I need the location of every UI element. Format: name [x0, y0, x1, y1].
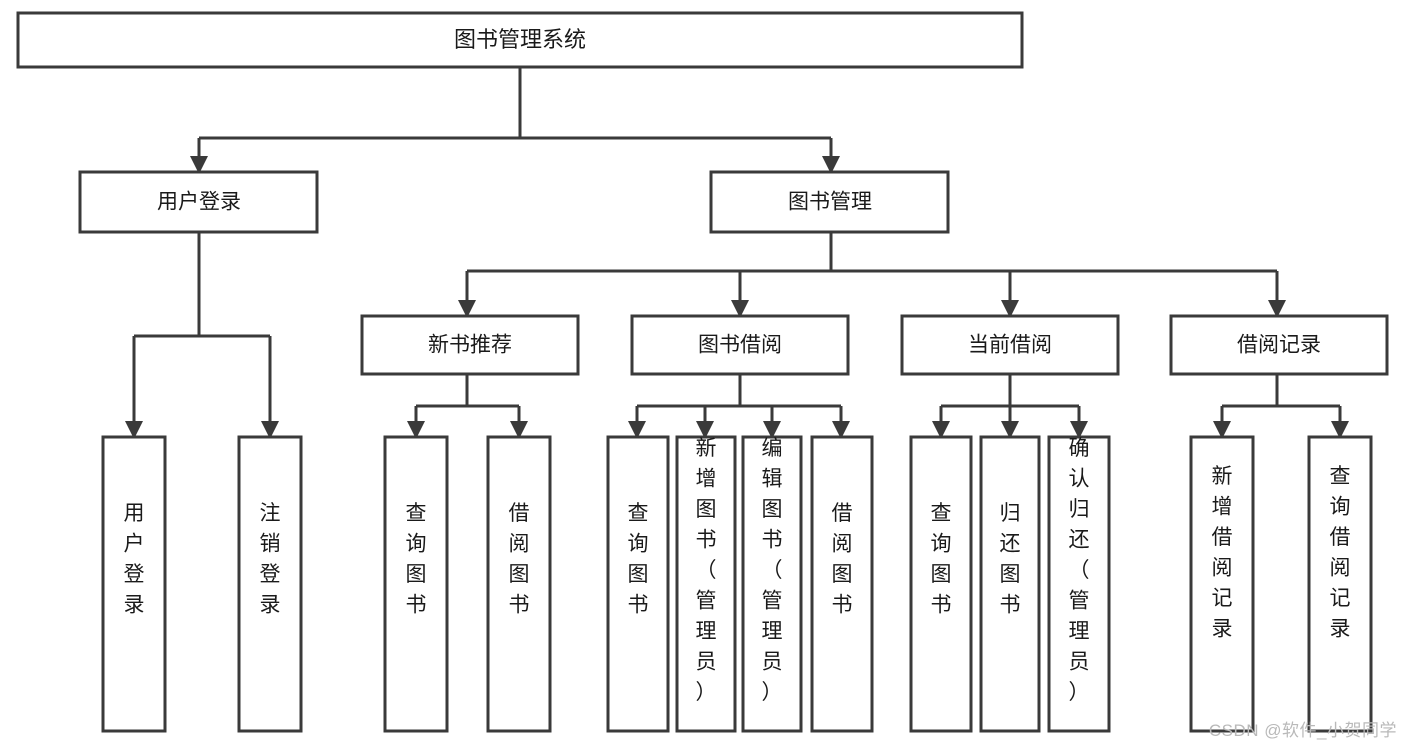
- leaf-current-borrow-3-label: 确认归还（管理员）: [1069, 437, 1090, 704]
- arrow-head-leaf-new-book-1: [407, 421, 425, 439]
- leaf-new-book-2-label: 借阅图书: [509, 502, 530, 617]
- leaf-node[interactable]: 查询图书: [606, 435, 670, 733]
- leaf-node[interactable]: 归还图书: [979, 435, 1041, 733]
- leaf-book-borrow-1-label: 查询图书: [628, 502, 649, 617]
- node-new-book-recommend[interactable]: 新书推荐: [360, 314, 580, 376]
- node-user-login[interactable]: 用户登录: [78, 170, 319, 234]
- leaf-book-borrow-3-box[interactable]: [741, 435, 803, 733]
- leaf-current-borrow-3-box[interactable]: [1047, 435, 1111, 733]
- arrow-head-leaf-borrow-record-2: [1331, 421, 1349, 439]
- leaf-book-borrow-2-box[interactable]: [675, 435, 737, 733]
- leaf-borrow-record-1-box[interactable]: [1189, 435, 1255, 733]
- leaf-new-book-1-label: 查询图书: [406, 502, 427, 617]
- leaf-node[interactable]: 新增图书（管理员）: [675, 435, 737, 733]
- arrow-head-leaf-book-borrow-2: [696, 421, 714, 439]
- node-book-manage-label: 图书管理: [788, 191, 872, 214]
- connector-group-new-book-recommend: [407, 374, 528, 439]
- leaf-borrow-record-1-label: 新增借阅记录: [1212, 465, 1233, 641]
- node-user-login-label: 用户登录: [157, 191, 241, 214]
- node-book-borrow-box[interactable]: [630, 314, 850, 376]
- node-user-login-box[interactable]: [78, 170, 319, 234]
- arrow-head-leaf-current-borrow-3: [1070, 421, 1088, 439]
- leaf-borrow-record-2-box[interactable]: [1307, 435, 1373, 733]
- leaf-node[interactable]: 查询借阅记录: [1307, 435, 1373, 733]
- node-borrow-record-label: 借阅记录: [1237, 334, 1321, 357]
- arrow-head-book-borrow: [731, 300, 749, 318]
- leaf-new-book-1-box[interactable]: [383, 435, 449, 733]
- leaf-user-login-1-box[interactable]: [101, 435, 167, 733]
- arrow-head-leaf-book-borrow-1: [628, 421, 646, 439]
- arrow-head-leaf-borrow-record-1: [1213, 421, 1231, 439]
- node-book-borrow-label: 图书借阅: [698, 334, 782, 357]
- arrow-head-leaf-current-borrow-2: [1001, 421, 1019, 439]
- arrow-head-borrow-record: [1268, 300, 1286, 318]
- node-borrow-record-box[interactable]: [1169, 314, 1389, 376]
- leaf-current-borrow-2-box[interactable]: [979, 435, 1041, 733]
- node-new-book-recommend-box[interactable]: [360, 314, 580, 376]
- leaf-user-login-1-label: 用户登录: [124, 502, 145, 617]
- node-book-borrow[interactable]: 图书借阅: [630, 314, 850, 376]
- node-book-manage-box[interactable]: [709, 170, 950, 234]
- node-current-borrow[interactable]: 当前借阅: [900, 314, 1120, 376]
- leaf-node[interactable]: 查询图书: [909, 435, 973, 733]
- connector-group-book-manage: [458, 232, 1286, 318]
- connector-group-current-borrow: [932, 374, 1088, 439]
- arrow-head-leaf-user-login-1: [125, 421, 143, 439]
- arrow-head-leaf-current-borrow-1: [932, 421, 950, 439]
- arrow-head-leaf-new-book-2: [510, 421, 528, 439]
- leaf-node[interactable]: 编辑图书（管理员）: [741, 435, 803, 733]
- leaf-node[interactable]: 查询图书: [383, 435, 449, 733]
- node-borrow-record[interactable]: 借阅记录: [1169, 314, 1389, 376]
- leaf-book-borrow-1-box[interactable]: [606, 435, 670, 733]
- connector-group-user-login: [125, 232, 279, 439]
- leaf-book-borrow-2-label: 新增图书（管理员）: [696, 437, 717, 704]
- leaf-book-borrow-4-label: 借阅图书: [832, 502, 853, 617]
- connector-group-book-borrow: [628, 374, 850, 439]
- leaf-node[interactable]: 新增借阅记录: [1189, 435, 1255, 733]
- node-current-borrow-label: 当前借阅: [968, 334, 1052, 357]
- arrow-head-leaf-book-borrow-4: [832, 421, 850, 439]
- leaf-borrow-record-2-label: 查询借阅记录: [1330, 465, 1351, 641]
- leaf-node[interactable]: 借阅图书: [486, 435, 552, 733]
- arrow-head-user-login: [190, 156, 208, 174]
- leaf-book-borrow-3-label: 编辑图书（管理员）: [762, 437, 783, 704]
- csdn-watermark: CSDN @软件_小贺同学: [1208, 721, 1397, 740]
- connector-group-borrow-record: [1213, 374, 1349, 439]
- leaf-user-login-2-box[interactable]: [237, 435, 303, 733]
- node-root-box[interactable]: [16, 11, 1024, 69]
- arrow-head-book-manage: [822, 156, 840, 174]
- node-current-borrow-box[interactable]: [900, 314, 1120, 376]
- connector-group-root: [190, 67, 840, 174]
- leaf-book-borrow-4-box[interactable]: [810, 435, 874, 733]
- leaf-node[interactable]: 借阅图书: [810, 435, 874, 733]
- leaf-current-borrow-1-label: 查询图书: [931, 502, 952, 617]
- arrow-head-new-book-recommend: [458, 300, 476, 318]
- node-root[interactable]: 图书管理系统: [16, 11, 1024, 69]
- leaf-user-login-2-label: 注销登录: [260, 502, 281, 617]
- leaf-node[interactable]: 确认归还（管理员）: [1047, 435, 1111, 733]
- leaf-new-book-2-box[interactable]: [486, 435, 552, 733]
- arrow-head-leaf-user-login-2: [261, 421, 279, 439]
- node-book-manage[interactable]: 图书管理: [709, 170, 950, 234]
- leaf-node[interactable]: 用户登录: [101, 435, 167, 733]
- arrow-head-current-borrow: [1001, 300, 1019, 318]
- node-root-label: 图书管理系统: [454, 27, 586, 52]
- node-new-book-recommend-label: 新书推荐: [428, 334, 512, 357]
- leaf-current-borrow-2-label: 归还图书: [1000, 502, 1021, 617]
- leaf-current-borrow-1-box[interactable]: [909, 435, 973, 733]
- arrow-head-leaf-book-borrow-3: [763, 421, 781, 439]
- leaf-node[interactable]: 注销登录: [237, 435, 303, 733]
